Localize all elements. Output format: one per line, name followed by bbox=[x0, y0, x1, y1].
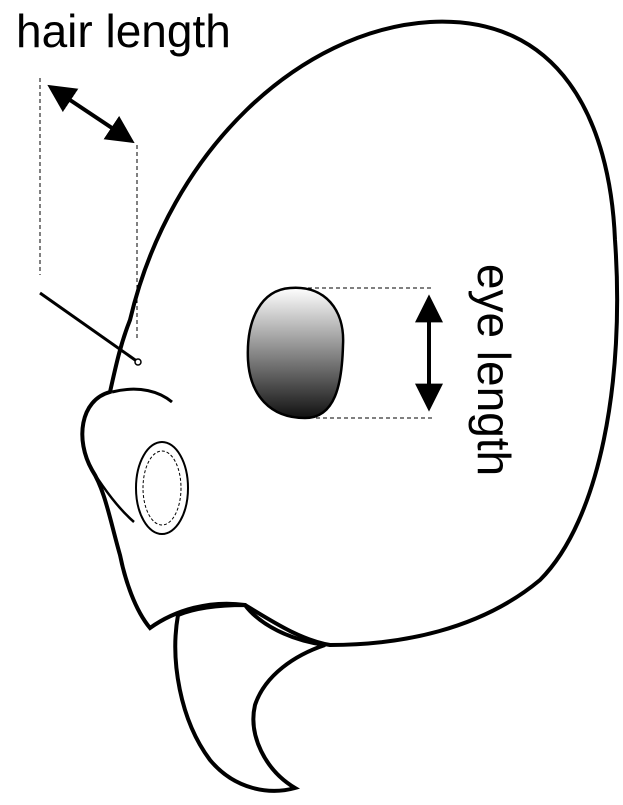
head-outline bbox=[80, 19, 620, 648]
antenna-socket-inner bbox=[142, 450, 182, 526]
antenna-socket-outer bbox=[135, 441, 189, 535]
face-crease-line bbox=[90, 469, 135, 523]
compound-eye bbox=[246, 286, 345, 420]
antenna-socket-line bbox=[111, 387, 173, 404]
mandible bbox=[173, 602, 326, 793]
hair-socket bbox=[134, 358, 142, 366]
eye-length-label: eye length bbox=[468, 263, 520, 477]
hair-seta bbox=[39, 291, 139, 364]
hair-length-label: hair length bbox=[16, 5, 231, 57]
hair-length-arrow bbox=[47, 84, 135, 144]
